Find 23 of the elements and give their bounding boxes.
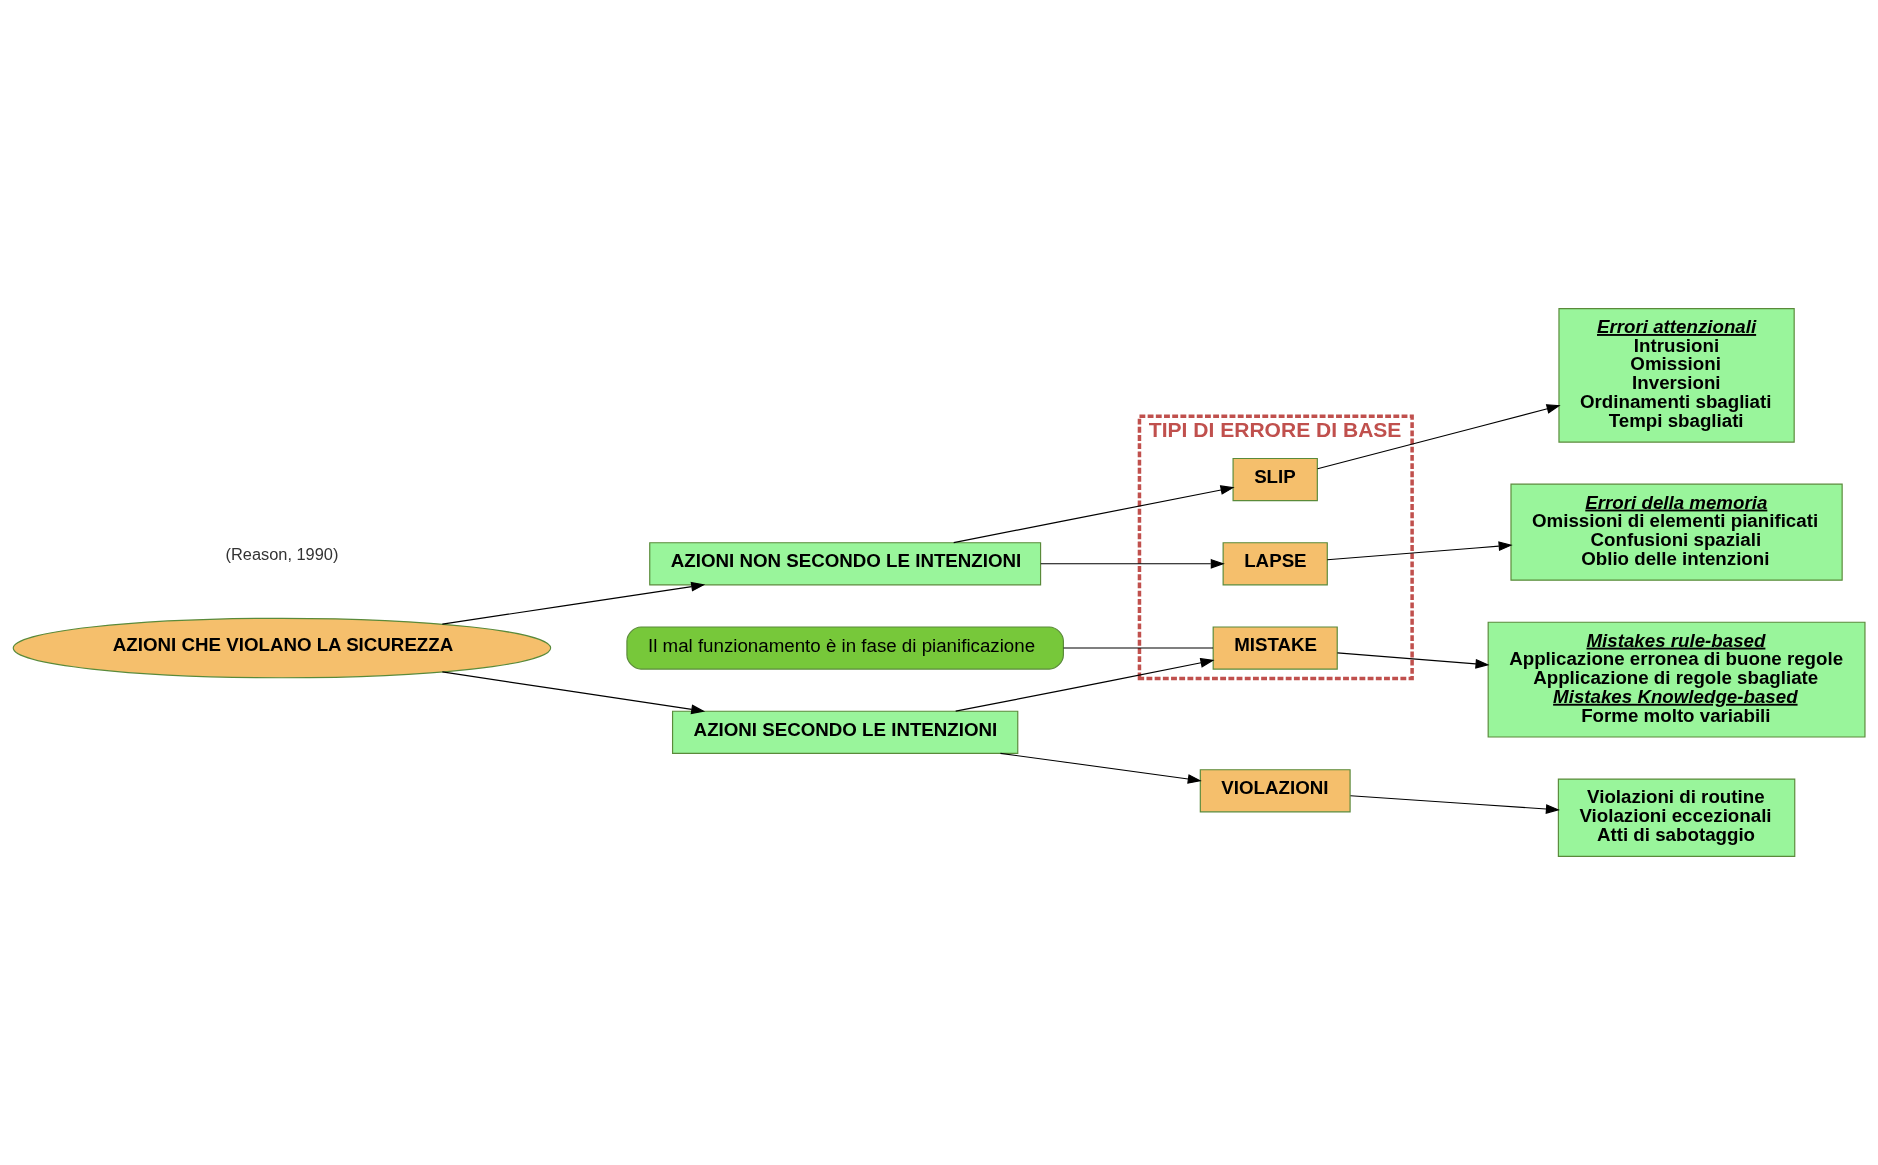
arrow (1349, 795, 1560, 814)
arrow (953, 485, 1235, 544)
node-box: LAPSE (1222, 542, 1328, 586)
arrow (441, 671, 706, 715)
node-box: SLIP (1232, 457, 1318, 502)
node-box: MISTAKE (1212, 626, 1338, 670)
arrow (955, 657, 1215, 712)
node-box: Errori attenzionali Intrusioni Omissioni Inversioni Ordinamenti sbagliati Tempi sbagliati (1558, 308, 1795, 443)
arrow (1326, 541, 1513, 561)
node-box: Violazioni di routine Violazioni eccezionali Atti di sabotaggio (1557, 778, 1796, 857)
label: (Reason, 1990) (225, 544, 339, 563)
node-box: Mistakes rule-based Applicazione erronea di buone regole Applicazione di regole sbagliate Mistakes Knowledge-based Forme molto variabili (1487, 621, 1866, 738)
node-ellipse: AZIONI CHE VIOLANO LA SICUREZZA (12, 617, 552, 679)
arrow (441, 581, 706, 625)
arrow (1040, 558, 1225, 569)
arrow (1317, 404, 1561, 470)
arrow (1336, 652, 1490, 669)
arrow (999, 752, 1202, 784)
node-box: Errori della memoria Omissioni di elementi pianificati Confusioni spaziali Oblio delle intenzioni (1510, 483, 1843, 581)
node-box: AZIONI SECONDO LE INTENZIONI (671, 710, 1019, 754)
node-box: Il mal funzionamento è in fase di pianificazione (626, 626, 1064, 670)
node-box: VIOLAZIONI (1199, 769, 1351, 813)
node-box: AZIONI NON SECONDO LE INTENZIONI (649, 542, 1042, 586)
